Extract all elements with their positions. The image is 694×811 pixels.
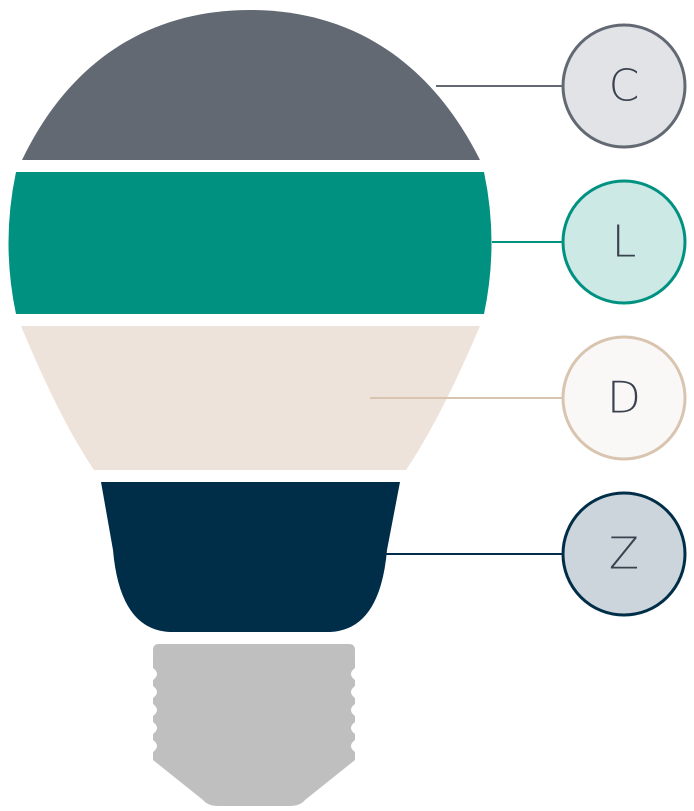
marker-circle-c: [561, 23, 687, 149]
bulb-segment-z: [101, 482, 400, 632]
bulb-segment-l: [8, 172, 492, 314]
marker-d: D: [561, 335, 687, 461]
marker-letter-z: Z: [609, 529, 639, 580]
bulb-screw-base: [153, 644, 355, 806]
marker-letter-c: C: [609, 61, 640, 112]
marker-circle-d: [561, 335, 687, 461]
marker-circle-z: [561, 491, 687, 617]
marker-l: L: [561, 179, 687, 305]
bulb-segment-c: [22, 10, 480, 160]
marker-c: C: [561, 23, 687, 149]
marker-letter-l: L: [612, 217, 637, 268]
marker-letter-d: D: [607, 373, 641, 424]
marker-circle-l: [561, 179, 687, 305]
bulb-segment-d: [21, 326, 480, 470]
marker-z: Z: [561, 491, 687, 617]
